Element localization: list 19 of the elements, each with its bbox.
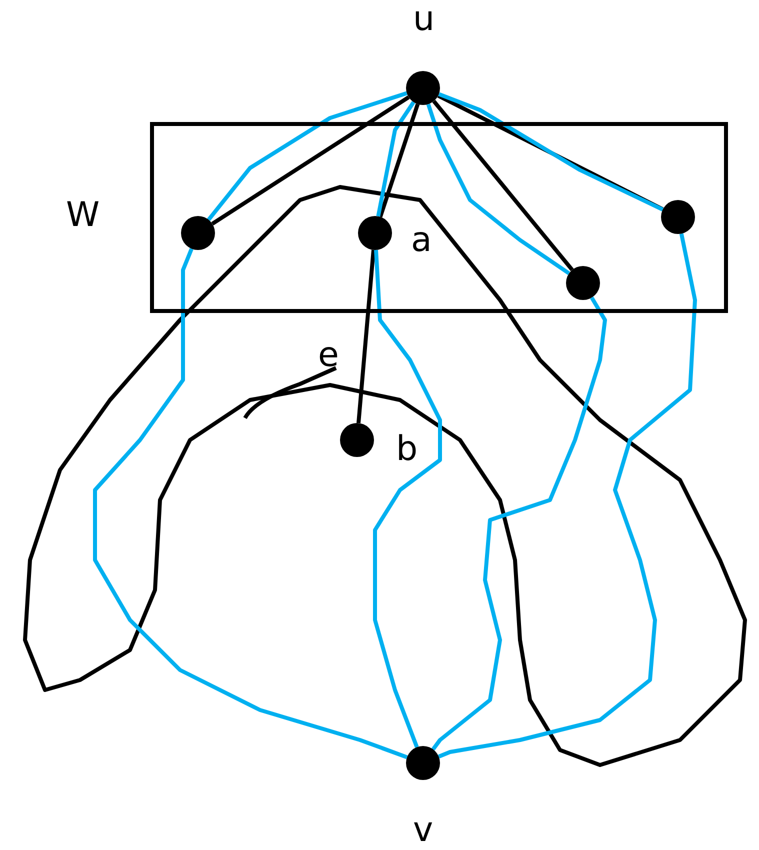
vertex-dot bbox=[406, 71, 440, 105]
vertex-dot bbox=[406, 746, 440, 780]
path-curve bbox=[373, 250, 442, 748]
path-curve bbox=[93, 248, 408, 760]
set-rectangle bbox=[150, 122, 728, 313]
vertex-label: b bbox=[396, 432, 418, 466]
vertex-dot bbox=[661, 200, 695, 234]
vertex-dot bbox=[358, 216, 392, 250]
set-label: W bbox=[66, 198, 100, 232]
vertex-label: u bbox=[413, 2, 435, 36]
path-curve bbox=[432, 296, 607, 750]
vertex-dot bbox=[181, 216, 215, 250]
vertex-label: v bbox=[413, 813, 434, 847]
vertex-dot bbox=[340, 423, 374, 457]
graph-edge bbox=[356, 250, 376, 424]
vertex-label: a bbox=[411, 223, 432, 257]
path-curve bbox=[438, 233, 697, 758]
curve-label: e bbox=[318, 338, 339, 372]
vertex-dot bbox=[566, 266, 600, 300]
